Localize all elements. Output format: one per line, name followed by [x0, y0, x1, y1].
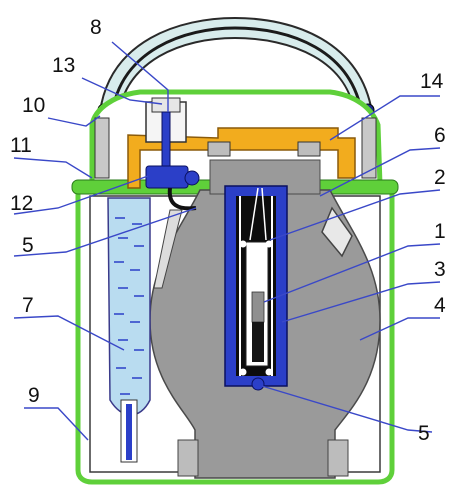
leader-1: [263, 243, 441, 303]
lid-bracket-right: [361, 117, 377, 179]
label-13: 13: [52, 54, 75, 77]
valve-stem: [161, 111, 171, 167]
label-7: 7: [22, 294, 34, 317]
support-right: [327, 439, 349, 477]
label-10: 10: [22, 94, 45, 117]
chamber-node-top-right: [265, 240, 273, 248]
chamber-feed-left: [249, 187, 259, 241]
leader-5-left: [13, 207, 197, 257]
valve-fitting: [184, 170, 200, 186]
lid-bracket-left: [94, 117, 110, 179]
handle-outline: [110, 26, 364, 116]
chamber-feed-right: [261, 187, 267, 241]
clamp-right: [297, 141, 321, 157]
sample-base: [252, 322, 264, 362]
label-3: 3: [434, 258, 446, 281]
strut-left: [153, 209, 183, 289]
cap-valve-block-top: [151, 97, 181, 113]
chamber-bottom-fitting: [251, 377, 265, 391]
thermometer-column: [126, 404, 132, 460]
sample-specimen: [251, 291, 265, 323]
support-left: [177, 439, 199, 477]
leader-8: [111, 41, 169, 112]
chamber-node-bottom-right: [265, 368, 273, 376]
leader-6: [319, 147, 441, 197]
leader-lines: [13, 41, 441, 441]
leader-3: [281, 281, 441, 323]
label-5-left: 5: [22, 234, 34, 257]
clamp-left: [207, 141, 231, 157]
leader-14: [329, 95, 440, 141]
label-6: 6: [434, 124, 446, 147]
label-11: 11: [10, 134, 32, 157]
leader-5-bottom: [261, 385, 433, 433]
label-14: 14: [420, 70, 444, 93]
leader-9: [24, 407, 89, 441]
label-9: 9: [28, 384, 40, 407]
leader-10: [47, 115, 101, 127]
valve-connector: [145, 165, 189, 189]
leader-13: [81, 77, 163, 105]
leader-11: [13, 157, 93, 179]
chamber-node-top-left: [239, 240, 247, 248]
reservoir-liquid-marks: [114, 217, 144, 395]
label-4: 4: [434, 294, 446, 317]
leader-12: [13, 175, 149, 215]
label-1: 1: [434, 220, 446, 243]
valve-tube: [167, 187, 197, 211]
label-2: 2: [434, 166, 446, 189]
leader-4: [359, 317, 440, 341]
label-8: 8: [90, 16, 102, 39]
label-12: 12: [10, 192, 33, 215]
side-vent: [321, 206, 353, 258]
label-5-bottom: 5: [418, 422, 430, 445]
chamber-node-bottom-left: [239, 368, 247, 376]
leader-2: [269, 189, 441, 241]
leader-7: [13, 315, 125, 351]
